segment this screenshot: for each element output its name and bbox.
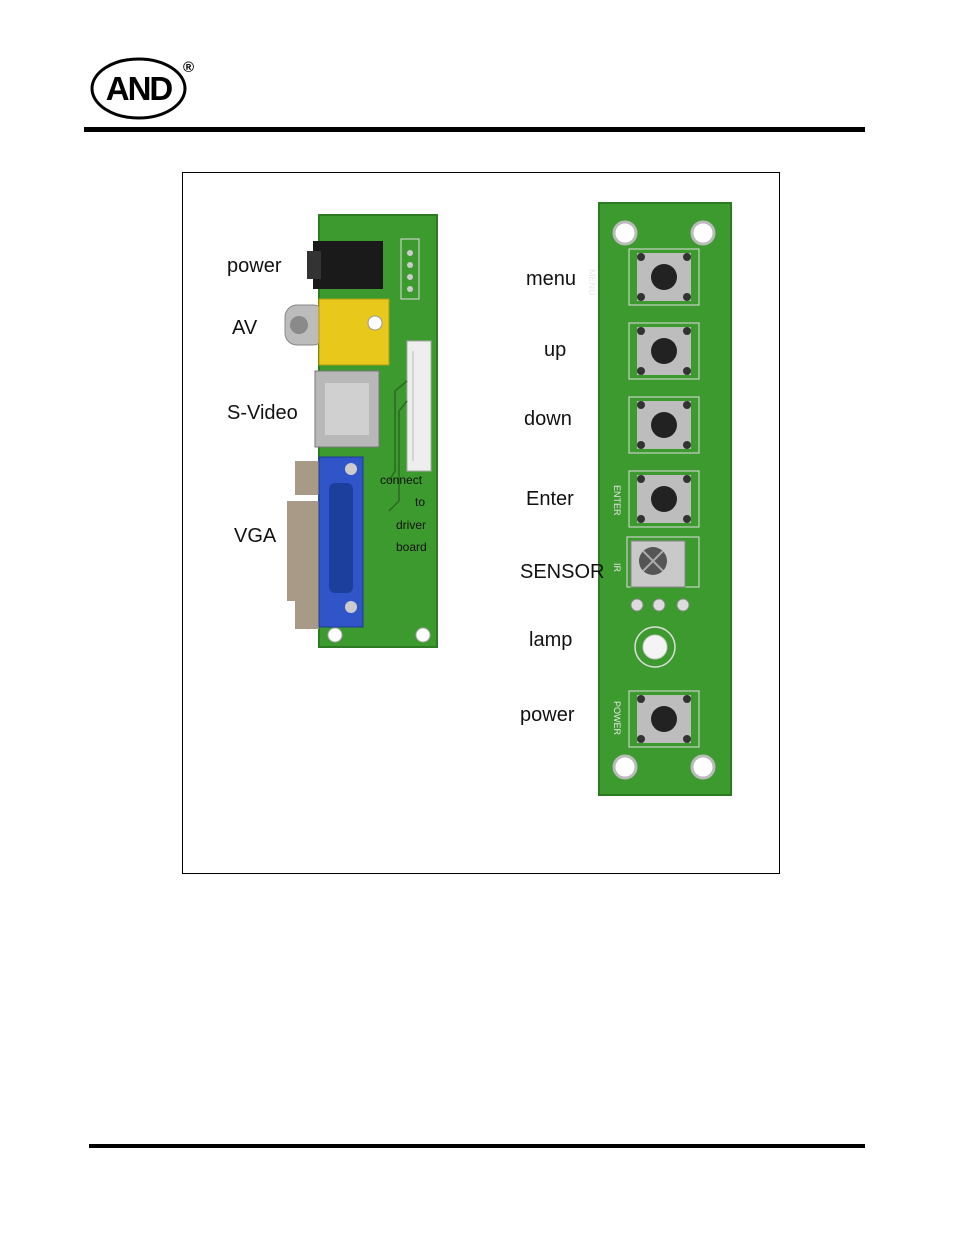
io-note-line-1: connect [380,473,423,487]
silk-enter: ENTER [612,485,622,516]
io-label-vga: VGA [234,525,277,547]
io-board-image [284,214,438,648]
svg-text:AND: AND [106,70,173,107]
key-label-down: down [524,408,572,430]
io-label-s-video: S-Video [227,402,298,424]
key-label-up: up [544,339,567,361]
silk-menu: MENU [587,269,597,296]
and-logo: AND [90,57,187,120]
io-label-power: power [227,255,282,277]
board-figure: power AV S-Video VGA connect to driver b… [182,172,780,874]
io-note-line-2: to [415,495,426,509]
io-note-line-3: driver [396,518,427,532]
silk-power: POWER [612,701,622,736]
key-label-power: power [520,704,575,726]
header-rule [84,127,865,132]
footer-rule [89,1144,865,1148]
key-board-image [598,202,732,796]
registered-mark: ® [183,59,195,76]
key-label-enter: Enter [526,488,574,510]
io-label-av: AV [232,317,258,339]
key-label-lamp: lamp [529,629,573,651]
io-note-line-4: board [396,540,427,554]
key-label-sensor: SENSOR [520,561,605,583]
key-label-menu: menu [526,268,577,290]
silk-ir: IR [612,563,622,572]
